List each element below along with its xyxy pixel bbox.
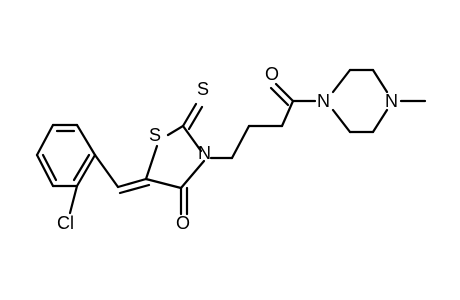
ring-sulfur-label: S [149, 125, 161, 145]
piperazine-ring [331, 68, 389, 134]
amide-oxygen-label: O [265, 64, 279, 84]
amide-carbonyl-double-bond [269, 82, 295, 107]
thione-double-bond [181, 102, 204, 131]
butanoyl-chain [209, 99, 295, 160]
amide-nitrogen-label: N [317, 91, 330, 111]
ring-nitrogen-label: N [198, 143, 211, 163]
ring-oxygen-label: O [176, 213, 190, 233]
benzylidene-double-bond [93, 153, 151, 195]
chlorine-label: Cl [57, 213, 74, 233]
bond-ring-chlorine [68, 184, 79, 215]
thiazolidine-ring [144, 124, 206, 190]
thione-sulfur-label: S [197, 79, 209, 99]
ring-carbonyl-double-bond [179, 186, 189, 216]
methyl-nitrogen-label: N [385, 91, 398, 111]
benzene-ring [35, 123, 97, 188]
